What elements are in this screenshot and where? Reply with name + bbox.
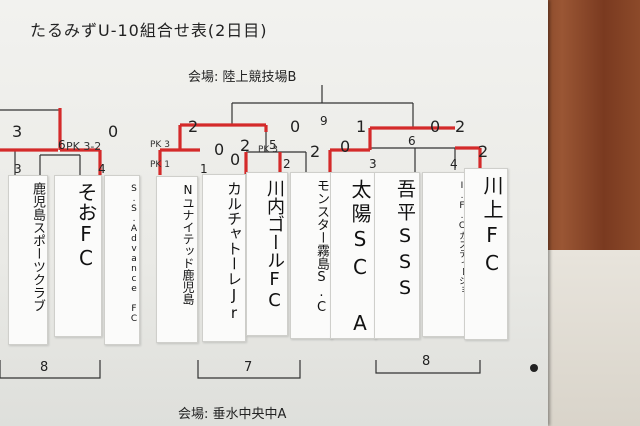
team-strip: カルチャトーレJr: [202, 174, 246, 342]
match-number: 5: [269, 138, 277, 152]
group-label: 8: [422, 354, 431, 369]
pk-score: PK 3-2: [66, 140, 102, 153]
team-strip: I.F.Cカスティージョ: [422, 172, 470, 337]
sheet-title: たるみずU-10組合せ表(2日目): [30, 21, 268, 40]
team-strip: 川上FC: [464, 168, 508, 340]
team-strip: 吾平SSS: [374, 172, 420, 339]
score: 2: [478, 142, 489, 161]
team-name: 吾平SSS: [394, 179, 416, 303]
score: 2: [188, 117, 199, 136]
score: 0: [430, 117, 441, 136]
seed-number: 4: [98, 162, 106, 176]
team-name: カルチャトーレJr: [225, 181, 243, 322]
team-name: そおFC: [74, 182, 98, 270]
pushpin: [530, 364, 538, 372]
seed-number: 3: [14, 162, 22, 176]
score: 0: [340, 137, 351, 156]
team-name: 川内ゴールFC: [264, 179, 285, 311]
team-name: モンスター霧島S.C: [314, 179, 329, 315]
seed-number: 3: [369, 157, 377, 171]
seed-number: 1: [200, 162, 208, 176]
bracket-lines: [0, 85, 482, 379]
score: 1: [356, 117, 367, 136]
team-strip: モンスター霧島S.C: [290, 172, 332, 339]
team-name: Nユナイテッド鹿児島: [181, 183, 195, 305]
score: 0: [214, 140, 225, 159]
venue-top: 会場: 陸上競技場B: [188, 70, 297, 85]
bracket-sheet: たるみずU-10組合せ表(2日目) 会場: 陸上競技場B 会場: 垂水中央中A: [0, 0, 548, 426]
team-strip: 川内ゴールFC: [246, 172, 288, 336]
venue-bottom: 会場: 垂水中央中A: [178, 407, 287, 422]
match-number: 9: [320, 114, 328, 128]
group-label: 8: [40, 360, 49, 375]
pk-score: PK 3: [150, 140, 170, 150]
seed-number: 2: [283, 157, 291, 171]
score: 3: [12, 122, 23, 141]
pk-score: PK 3: [258, 145, 278, 155]
team-strip: Nユナイテッド鹿児島: [156, 176, 198, 343]
team-name: 鹿児島スポーツクラブ: [30, 182, 45, 312]
score: 0: [230, 150, 241, 169]
team-name: S.S.Advance FC: [129, 184, 139, 324]
match-number: 6: [408, 134, 416, 148]
team-strip: そおFC: [54, 175, 102, 337]
match-number: 6: [58, 138, 66, 152]
team-name: 川上FC: [480, 175, 504, 279]
team-strip: 太陽SC A: [330, 172, 376, 339]
group-label: 7: [244, 360, 253, 375]
team-name: I.F.Cカスティージョ: [457, 181, 467, 294]
team-strip: 鹿児島スポーツクラブ: [8, 175, 48, 345]
score: 2: [310, 142, 321, 161]
team-name: 太陽SC A: [348, 179, 372, 339]
score: 0: [290, 117, 301, 136]
score: 2: [240, 136, 251, 155]
team-strip: S.S.Advance FC: [104, 175, 140, 345]
seed-number: 4: [450, 157, 458, 171]
score: 2: [455, 117, 466, 136]
score: 0: [108, 122, 119, 141]
pk-score: PK 1: [150, 160, 170, 170]
